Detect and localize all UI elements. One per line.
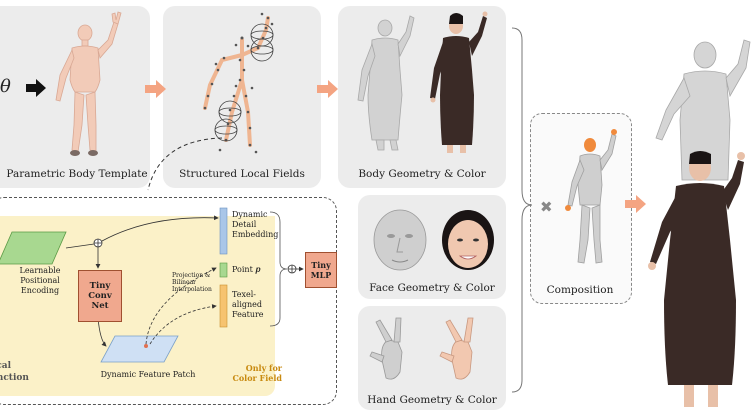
caption-structured: Structured Local Fields <box>179 168 305 180</box>
caption-body-geometry: Body Geometry & Color <box>358 168 486 180</box>
projection-label: Projection & Bilinear Interpolation <box>172 272 212 293</box>
detail-connector <box>147 137 223 191</box>
dynamic-patch-label: Dynamic Feature Patch <box>100 370 196 379</box>
local-function-label: Local Function <box>0 361 29 383</box>
panel-structured <box>163 6 321 188</box>
theta-symbol: θ <box>0 76 11 97</box>
dynamic-detail-label: Dynamic Detail Embedding <box>232 210 279 239</box>
composition-figure <box>565 129 617 264</box>
panel-composition <box>530 113 632 304</box>
salmon-arrow-1 <box>145 80 166 98</box>
color-face <box>442 210 494 270</box>
only-color-label: Only for Color Field <box>232 363 282 383</box>
dynamic-feature-patch-plane <box>100 335 179 363</box>
dressed-body-figure <box>430 11 488 153</box>
caption-hand-geometry: Hand Geometry & Color <box>367 394 497 406</box>
learnable-encoding-label: Learnable Positional Encoding <box>19 266 61 295</box>
black-arrow <box>26 79 46 97</box>
tiny-mlp-label: Tiny MLP <box>310 260 332 280</box>
tiny-conv-label: Tiny Conv Net <box>88 281 112 311</box>
caption-face-geometry: Face Geometry & Color <box>369 282 495 294</box>
parametric-body-figure <box>55 11 122 156</box>
texel-label: Texel- aligned Feature <box>232 290 264 319</box>
tiny-mlp-box: Tiny MLP <box>305 252 337 288</box>
local-function-box <box>0 197 337 405</box>
gray-body-figure <box>357 15 415 151</box>
texel-bar <box>219 284 228 328</box>
skeleton-points <box>203 12 274 154</box>
tiny-conv-net-box: Tiny Conv Net <box>78 270 122 322</box>
color-hand <box>439 317 474 380</box>
local-field-spheres <box>214 23 274 142</box>
point-p-label: Point 𝒑 <box>232 265 261 274</box>
dynamic-detail-bar <box>219 207 228 255</box>
salmon-arrow-2 <box>317 80 338 98</box>
result-dressed-figure <box>648 151 745 407</box>
cross-icon: ✖ <box>540 198 553 216</box>
gray-face <box>373 209 427 271</box>
learnable-encoding-plane <box>0 231 67 265</box>
point-p-bar <box>219 262 228 278</box>
caption-composition: Composition <box>546 284 614 296</box>
caption-parametric: Parametric Body Template <box>6 168 148 180</box>
right-bracket <box>511 27 533 393</box>
gray-hand <box>369 317 403 380</box>
salmon-arrow-3 <box>625 195 646 213</box>
